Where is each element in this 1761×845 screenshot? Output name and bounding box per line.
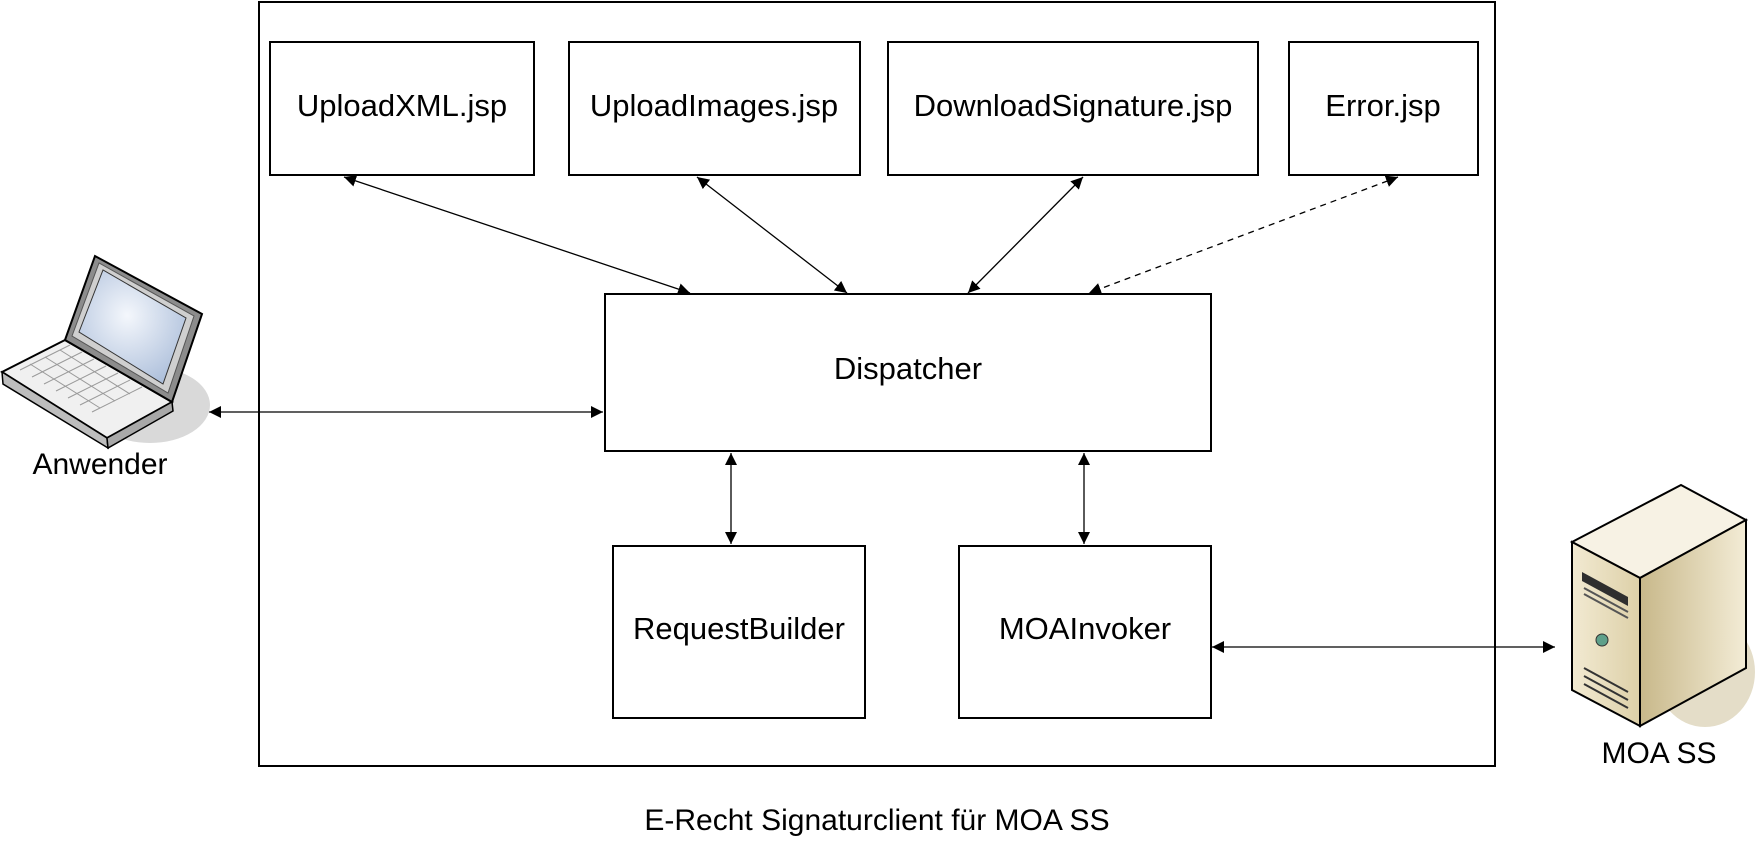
system-boundary: [258, 1, 1496, 767]
server-label: MOA SS: [1601, 737, 1716, 770]
component-label: UploadXML.jsp: [297, 88, 507, 123]
component-box: [1288, 41, 1479, 176]
component-uploadimages: UploadImages.jsp: [568, 41, 861, 176]
component-uploadxml: UploadXML.jsp: [269, 41, 535, 176]
connector-downloadsignature-dispatcher: [967, 176, 1084, 294]
component-box: [887, 41, 1259, 176]
component-downloadsignature: DownloadSignature.jsp: [887, 41, 1259, 176]
component-box: [568, 41, 861, 176]
connectors: [209, 175, 1555, 653]
component-dispatcher: Dispatcher: [604, 293, 1212, 452]
component-label: Error.jsp: [1325, 88, 1440, 123]
connector-uploadimages-dispatcher: [696, 176, 848, 294]
connector-error-dispatcher: [1088, 175, 1399, 295]
component-box: [612, 545, 866, 719]
laptop-icon: [0, 254, 210, 450]
component-box: [958, 545, 1212, 719]
diagram-caption: E-Recht Signaturclient für MOA SS: [644, 804, 1109, 837]
component-error: Error.jsp: [1288, 41, 1479, 176]
component-label: RequestBuilder: [633, 611, 845, 646]
component-label: MOAInvoker: [999, 611, 1171, 646]
component-moainvoker: MOAInvoker: [958, 545, 1212, 719]
component-label: DownloadSignature.jsp: [914, 88, 1233, 123]
user-label: Anwender: [32, 448, 167, 481]
component-box: [269, 41, 535, 176]
component-box: [604, 293, 1212, 452]
server-icon: [1569, 483, 1755, 728]
component-label: Dispatcher: [834, 351, 982, 386]
component-label: UploadImages.jsp: [590, 88, 838, 123]
connector-uploadxml-dispatcher: [343, 175, 691, 295]
component-requestbuilder: RequestBuilder: [612, 545, 866, 719]
